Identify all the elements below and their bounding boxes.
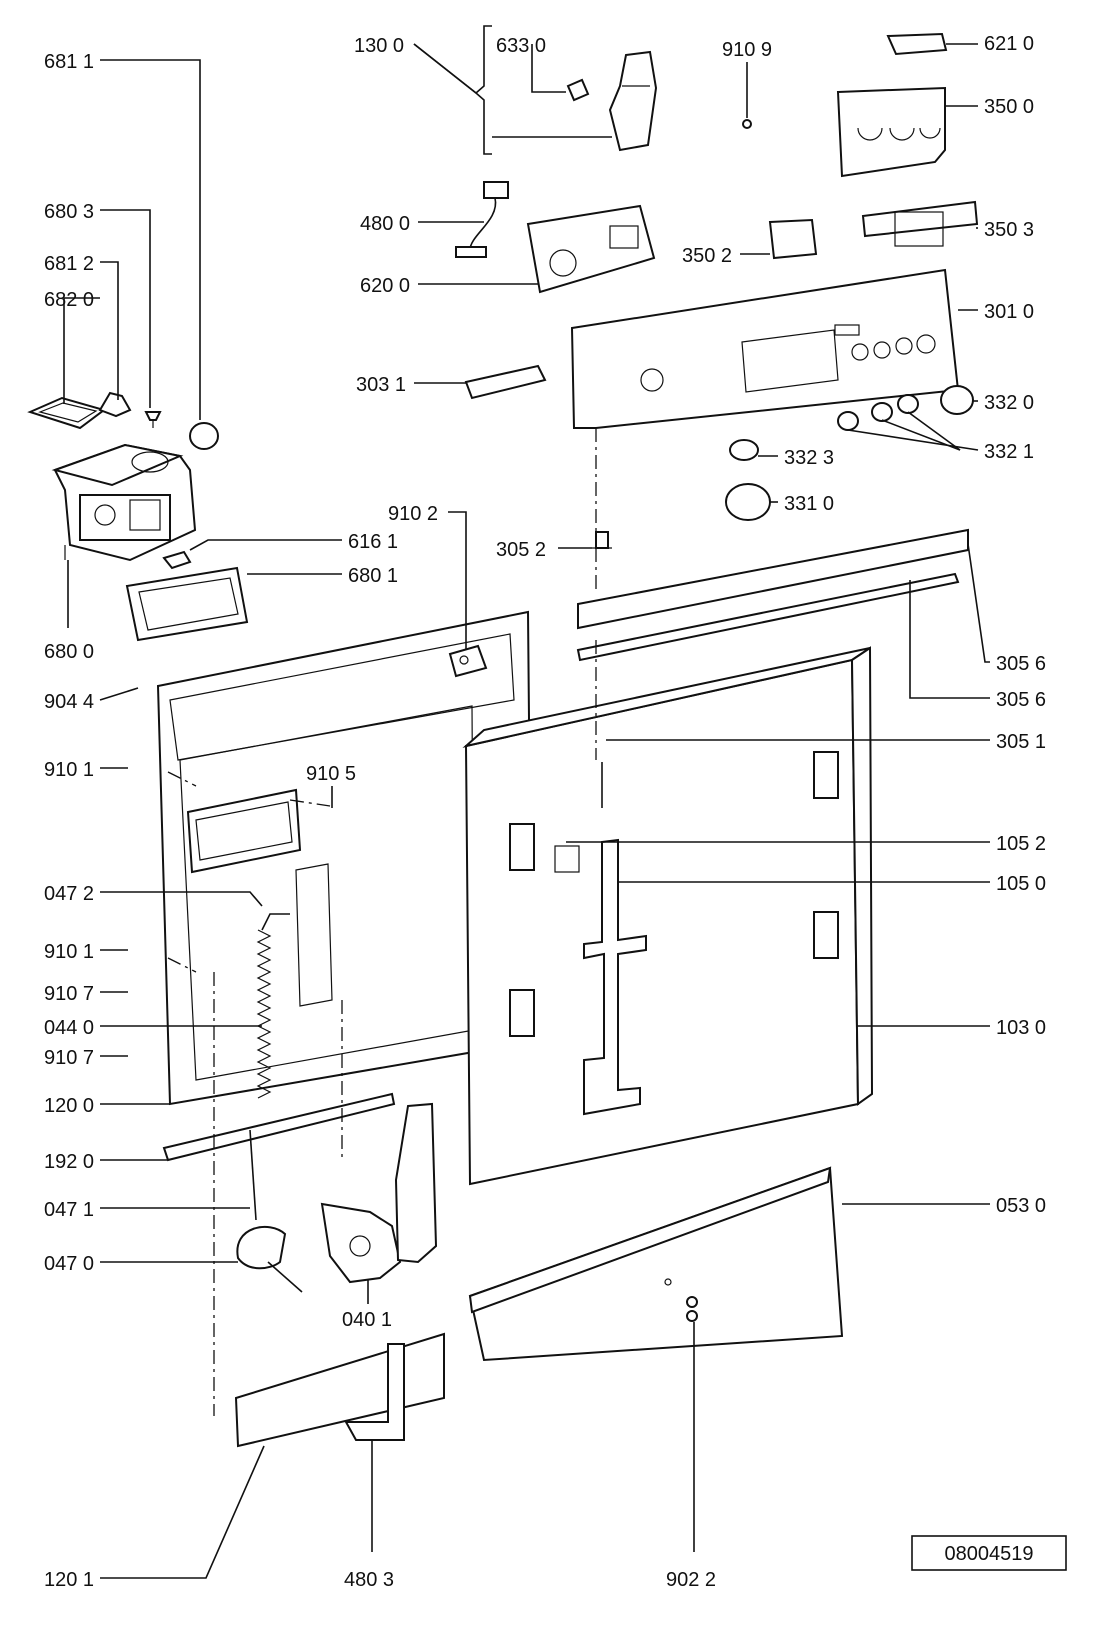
rail-305-6-upper-drawing (577, 528, 969, 630)
label-350-0: 350 0 (984, 96, 1034, 118)
lock-910-2-drawing (448, 644, 488, 678)
label-105-0: 105 0 (996, 873, 1046, 895)
label-303-1: 303 1 (356, 374, 406, 396)
label-103-0: 103 0 (996, 1017, 1046, 1039)
strip-192-0-drawing (162, 1092, 396, 1162)
spring-044-0-drawing (256, 913, 290, 1099)
bracket-130-0-drawing (608, 50, 658, 152)
part-labels: 681 1 680 3 681 2 682 0 680 0 616 1 680 … (44, 33, 1046, 1591)
hinge-040-1-drawing (320, 1102, 438, 1284)
rail-305-6-lower-drawing (576, 572, 960, 662)
label-305-6-upper: 305 6 (996, 653, 1046, 675)
label-305-2: 305 2 (496, 539, 546, 561)
label-480-0: 480 0 (360, 213, 410, 235)
part-350-3-drawing (861, 200, 979, 247)
screw-910-9-drawing (742, 119, 752, 129)
rinse-cap-681-1-drawing (189, 422, 219, 450)
part-350-2-drawing (768, 218, 818, 260)
label-120-1: 120 1 (44, 1569, 94, 1591)
construction-lines (167, 428, 597, 1416)
label-047-1: 047 1 (44, 1199, 94, 1221)
leader-lines (63, 43, 990, 1579)
pin-305-2-drawing (592, 531, 612, 549)
lever-047-drawing (236, 1129, 303, 1293)
latch-616-1-drawing (162, 550, 192, 570)
label-332-0: 332 0 (984, 392, 1034, 414)
spring-680-3-drawing (144, 411, 162, 428)
label-331-0: 331 0 (784, 493, 834, 515)
label-902-2: 902 2 (666, 1569, 716, 1591)
label-130-0: 130 0 (354, 35, 404, 57)
label-350-3: 350 3 (984, 219, 1034, 241)
label-910-1-lower: 910 1 (44, 941, 94, 963)
label-621-0: 621 0 (984, 33, 1034, 55)
knobs-332-drawing (725, 385, 974, 521)
label-620-0: 620 0 (360, 275, 410, 297)
cap-681-2-drawing (98, 391, 132, 418)
label-332-3: 332 3 (784, 447, 834, 469)
label-680-1: 680 1 (348, 565, 398, 587)
label-616-1: 616 1 (348, 531, 398, 553)
label-681-2: 681 2 (44, 253, 94, 275)
label-040-1: 040 1 (342, 1309, 392, 1331)
label-680-3: 680 3 (44, 201, 94, 223)
label-350-2: 350 2 (682, 245, 732, 267)
kickplate-120-1-drawing (234, 1332, 445, 1448)
gasket-682-drawing (27, 396, 107, 430)
screw-902-2-drawing (686, 1296, 698, 1322)
gasket-680-1-drawing (125, 566, 249, 642)
control-panel-301-0-drawing (570, 268, 960, 429)
label-192-0: 192 0 (44, 1151, 94, 1173)
part-621-0-drawing (886, 32, 948, 56)
label-044-0: 044 0 (44, 1017, 94, 1039)
label-480-3: 480 3 (344, 1569, 394, 1591)
label-910-5: 910 5 (306, 763, 356, 785)
document-reference: 08004519 (911, 1535, 1067, 1571)
dispenser-680-0-drawing (51, 443, 197, 562)
part-303-1-drawing (464, 364, 547, 400)
label-105-2: 105 2 (996, 833, 1046, 855)
hinge-plate-105-0-drawing (554, 838, 647, 1116)
label-633-0: 633 0 (496, 35, 546, 57)
label-120-0: 120 0 (44, 1095, 94, 1117)
module-620-0-drawing (526, 204, 656, 294)
label-904-4: 904 4 (44, 691, 94, 713)
switch-633-0-drawing (566, 78, 590, 102)
label-910-7-upper: 910 7 (44, 983, 94, 1005)
label-305-6-lower: 305 6 (996, 689, 1046, 711)
label-682-0: 682 0 (44, 289, 94, 311)
harness-480-0-drawing (455, 181, 509, 258)
outer-door-103-0-drawing (462, 646, 874, 1186)
document-reference-number: 08004519 (945, 1543, 1034, 1565)
label-301-0: 301 0 (984, 301, 1034, 323)
label-910-1-upper: 910 1 (44, 759, 94, 781)
label-910-2: 910 2 (388, 503, 438, 525)
label-047-2: 047 2 (44, 883, 94, 905)
panel-053-0-drawing (468, 1166, 844, 1362)
label-680-0: 680 0 (44, 641, 94, 663)
bracket-480-3-drawing (344, 1343, 405, 1441)
label-053-0: 053 0 (996, 1195, 1046, 1217)
label-910-7-lower: 910 7 (44, 1047, 94, 1069)
label-332-1: 332 1 (984, 441, 1034, 463)
label-910-9: 910 9 (722, 39, 772, 61)
label-305-1: 305 1 (996, 731, 1046, 753)
board-350-0-drawing (836, 86, 946, 178)
label-681-1: 681 1 (44, 51, 94, 73)
label-047-0: 047 0 (44, 1253, 94, 1275)
